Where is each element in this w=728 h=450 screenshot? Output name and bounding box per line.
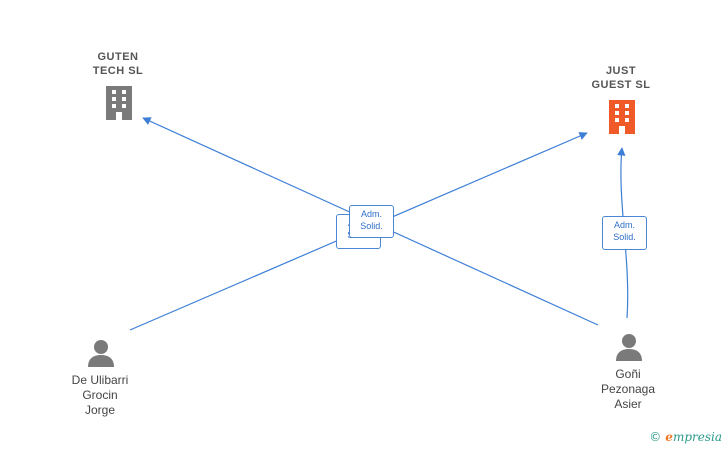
person-goni-label[interactable]: Goñi Pezonaga Asier [576,367,680,412]
building-icon[interactable] [103,86,135,120]
company-name-line: GUEST SL [591,79,651,91]
person-name-line: Jorge [84,403,116,417]
brand-name: mpresia [672,430,722,444]
person-name-line: Asier [614,397,642,411]
person-icon[interactable] [86,338,116,368]
person-name-line: De Ulibarri [71,373,129,387]
company-just-guest-label[interactable]: JUST GUEST SL [576,64,666,92]
building-icon[interactable] [606,100,638,134]
person-name-line: Pezonaga [600,382,656,396]
brand-initial: e [665,430,673,444]
edge-label-line: Solid. [360,221,383,231]
edge-label-line: Adm. [360,209,382,219]
empresia-watermark: ©empresia [649,430,722,444]
edge-label-adm-solid[interactable]: Adm. Solid. [602,216,647,250]
edge-label-line: Adm. [613,220,635,230]
company-name-line: GUTEN [97,51,139,63]
company-name-line: TECH SL [92,65,144,77]
company-name-line: JUST [605,65,637,77]
person-name-line: Grocin [82,388,118,402]
person-icon[interactable] [614,332,644,362]
person-name-line: Goñi [615,367,641,381]
edge-label-adm-solid[interactable]: Adm. Solid. [349,205,394,238]
person-ulibarri-label[interactable]: De Ulibarri Grocin Jorge [48,373,152,418]
copyright-symbol: © [649,430,662,444]
company-guten-tech-label[interactable]: GUTEN TECH SL [78,50,158,78]
edge-label-line: Solid. [613,232,636,242]
